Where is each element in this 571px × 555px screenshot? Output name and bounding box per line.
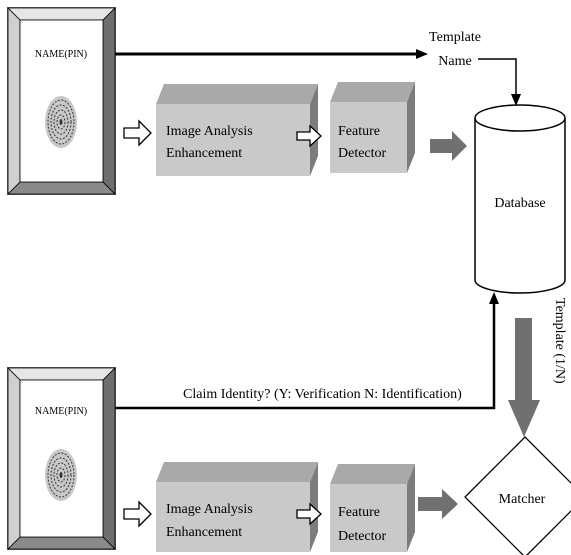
enroll-card-label: NAME(PIN) (35, 49, 87, 60)
database-to-matcher-arrow (508, 318, 540, 437)
verify-block2-line2: Detector (338, 529, 387, 544)
claim-identity-arrow (115, 292, 499, 410)
database-cylinder: Database (474, 104, 566, 294)
open-arrow-icon (123, 119, 152, 147)
open-arrow-icon (296, 502, 322, 526)
enroll-block1-line2: Enhancement (166, 146, 242, 161)
matcher-label: Matcher (499, 492, 546, 507)
enroll-block2-line2: Detector (338, 146, 387, 161)
open-arrow-icon (123, 500, 152, 528)
matcher-diamond: Matcher (464, 436, 571, 555)
enroll-image-analysis-block: Image Analysis Enhancement (156, 84, 318, 176)
enroll-card: NAME(PIN) (7, 7, 116, 195)
verify-card-label: NAME(PIN) (35, 406, 87, 417)
template-to-database-arrow (478, 58, 521, 106)
verify-card: NAME(PIN) (7, 367, 116, 550)
enroll-feature-detector-block: Feature Detector (330, 82, 415, 173)
database-label: Database (494, 196, 545, 211)
enroll-block1-line1: Image Analysis (166, 124, 253, 139)
open-arrow-icon (296, 124, 322, 148)
verify-image-analysis-block: Image Analysis Enhancement (156, 462, 318, 552)
enroll-block2-line1: Feature (338, 124, 380, 139)
enroll-to-template-arrow (115, 49, 428, 59)
verify-feature-detector-block: Feature Detector (330, 464, 415, 552)
fingerprint-icon (45, 96, 77, 148)
to-matcher-arrow (418, 489, 458, 519)
to-database-arrow (430, 131, 467, 161)
fingerprint-icon (45, 449, 77, 501)
verify-block2-line1: Feature (338, 505, 380, 520)
verify-block1-line1: Image Analysis (166, 502, 253, 517)
claim-identity-label: Claim Identity? (Y: Verification N: Iden… (183, 387, 462, 402)
template-label-line2: Name (438, 54, 471, 69)
template-side-label: Template (1/N) (552, 298, 567, 384)
template-label-line1: Template (429, 30, 481, 45)
verify-block1-line2: Enhancement (166, 525, 242, 540)
